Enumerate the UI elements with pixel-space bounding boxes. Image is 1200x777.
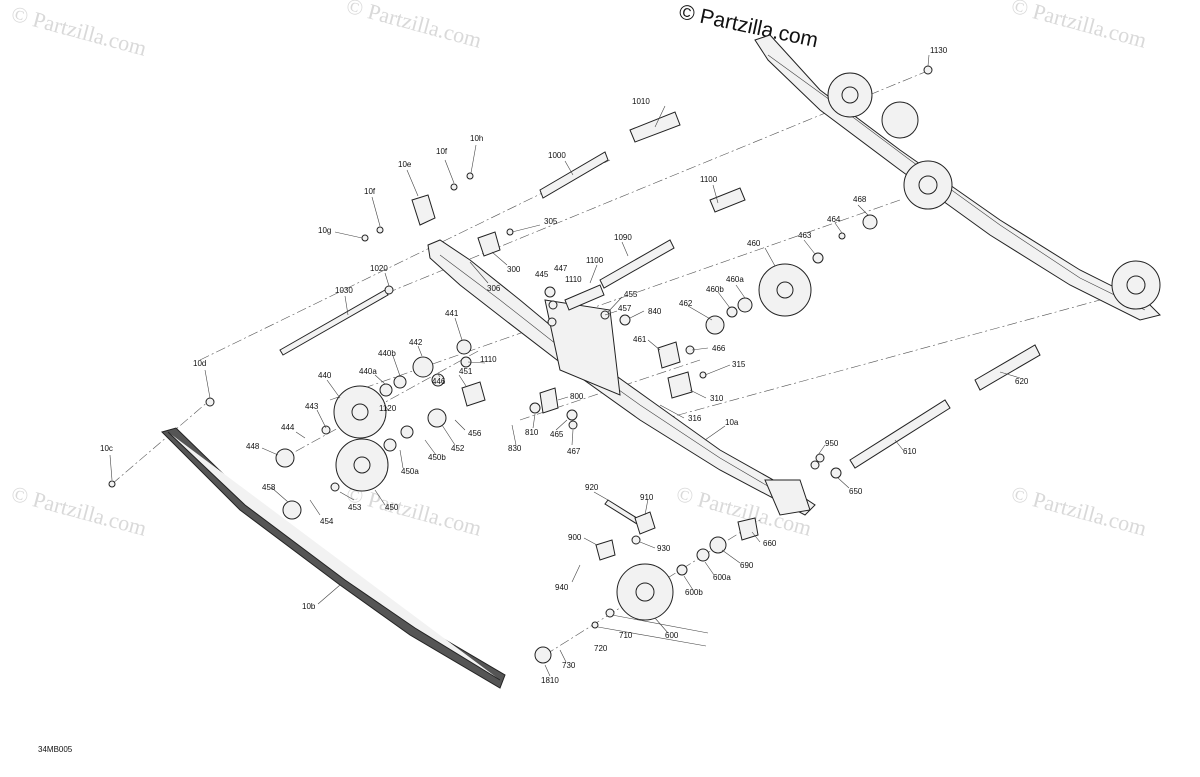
- callout-920: 920: [585, 483, 599, 492]
- callout-463: 463: [798, 231, 812, 240]
- callout-930: 930: [657, 544, 671, 553]
- shafts: [279, 111, 1041, 525]
- callout-10h: 10h: [470, 134, 483, 143]
- callout-456: 456: [468, 429, 482, 438]
- callout-451: 451: [459, 367, 473, 376]
- callout-468: 468: [853, 195, 867, 204]
- callout-1030: 1030: [335, 286, 353, 295]
- callout-1010: 1010: [632, 97, 650, 106]
- callout-10f: 10f: [364, 187, 376, 196]
- diagram-code: 34MB005: [38, 745, 73, 754]
- callout-600b: 600b: [685, 588, 703, 597]
- callout-305: 305: [544, 217, 558, 226]
- callout-457: 457: [618, 304, 632, 313]
- callout-690: 690: [740, 561, 754, 570]
- callout-440b: 440b: [378, 349, 396, 358]
- slide-strip: [161, 427, 506, 689]
- callout-306: 306: [487, 284, 501, 293]
- brand-copyright: © Partzilla.com: [677, 0, 820, 52]
- callout-1120: 1120: [379, 404, 397, 413]
- callout-445: 445: [535, 270, 549, 279]
- left-side-rail: [427, 239, 816, 516]
- callout-458: 458: [262, 483, 276, 492]
- callout-labels: 1130 1010 1000 10h 10f 10e 10f 10g 305 1…: [100, 46, 1029, 685]
- callout-1110-top: 1110: [565, 275, 582, 284]
- leader-lines: [109, 54, 1021, 677]
- callout-10c: 10c: [100, 444, 113, 453]
- callout-810: 810: [525, 428, 539, 437]
- callout-316: 316: [688, 414, 702, 423]
- callout-462: 462: [679, 299, 693, 308]
- callout-650: 650: [849, 487, 863, 496]
- callout-450b: 450b: [428, 453, 446, 462]
- callout-440: 440: [318, 371, 332, 380]
- callout-310: 310: [710, 394, 724, 403]
- callout-441: 441: [445, 309, 459, 318]
- callout-444: 444: [281, 423, 295, 432]
- callout-1110-mid: 1110: [480, 355, 497, 364]
- callout-600: 600: [665, 631, 679, 640]
- callout-450a: 450a: [401, 467, 419, 476]
- callout-10e: 10e: [398, 160, 412, 169]
- callout-800: 800: [570, 392, 584, 401]
- callout-840: 840: [648, 307, 662, 316]
- callout-465: 465: [550, 430, 564, 439]
- callout-460b: 460b: [706, 285, 724, 294]
- callout-455: 455: [624, 290, 638, 299]
- watermark-mid-right: © Partzilla.com: [1009, 481, 1150, 541]
- callout-467: 467: [567, 447, 581, 456]
- callout-440a: 440a: [359, 367, 377, 376]
- callout-600a: 600a: [713, 573, 731, 582]
- callout-610: 610: [903, 447, 917, 456]
- callout-464: 464: [827, 215, 841, 224]
- right-side-rail: [754, 34, 1161, 321]
- watermark-mid-left: © Partzilla.com: [9, 481, 150, 541]
- callout-10g: 10g: [318, 226, 331, 235]
- callout-454: 454: [320, 517, 334, 526]
- callout-1100-mid: 1100: [586, 256, 604, 265]
- callout-460: 460: [747, 239, 761, 248]
- wheels: [333, 263, 812, 621]
- callout-1090: 1090: [614, 233, 632, 242]
- callout-950: 950: [825, 439, 839, 448]
- callout-300: 300: [507, 265, 521, 274]
- watermark-top-center: © Partzilla.com: [344, 0, 485, 53]
- callout-10a: 10a: [725, 418, 739, 427]
- callout-442: 442: [409, 338, 423, 347]
- callout-1100-top: 1100: [700, 175, 718, 184]
- callout-453: 453: [348, 503, 362, 512]
- callout-660: 660: [763, 539, 777, 548]
- callout-1000: 1000: [548, 151, 566, 160]
- callout-730: 730: [562, 661, 576, 670]
- callout-460a: 460a: [726, 275, 744, 284]
- small-components: [108, 65, 933, 664]
- callout-1130: 1130: [930, 46, 948, 55]
- callout-466: 466: [712, 344, 726, 353]
- callout-720: 720: [594, 644, 608, 653]
- callout-940: 940: [555, 583, 569, 592]
- callout-10f-top: 10f: [436, 147, 448, 156]
- callout-10b: 10b: [302, 602, 316, 611]
- callout-900: 900: [568, 533, 582, 542]
- callout-446: 446: [432, 377, 446, 386]
- watermark-top-left: © Partzilla.com: [9, 1, 150, 61]
- callout-1810: 1810: [541, 676, 559, 685]
- callout-1020: 1020: [370, 264, 388, 273]
- callout-447: 447: [554, 264, 568, 273]
- callout-452: 452: [451, 444, 465, 453]
- callout-448: 448: [246, 442, 260, 451]
- callout-710: 710: [619, 631, 633, 640]
- watermark-top-right: © Partzilla.com: [1009, 0, 1150, 53]
- callout-443: 443: [305, 402, 319, 411]
- callout-450: 450: [385, 503, 399, 512]
- callout-830: 830: [508, 444, 522, 453]
- callout-315: 315: [732, 360, 746, 369]
- callout-910: 910: [640, 493, 654, 502]
- watermarks: © Partzilla.com © Partzilla.com © Partzi…: [9, 0, 1150, 541]
- callout-461: 461: [633, 335, 647, 344]
- callout-620: 620: [1015, 377, 1029, 386]
- callout-10d: 10d: [193, 359, 206, 368]
